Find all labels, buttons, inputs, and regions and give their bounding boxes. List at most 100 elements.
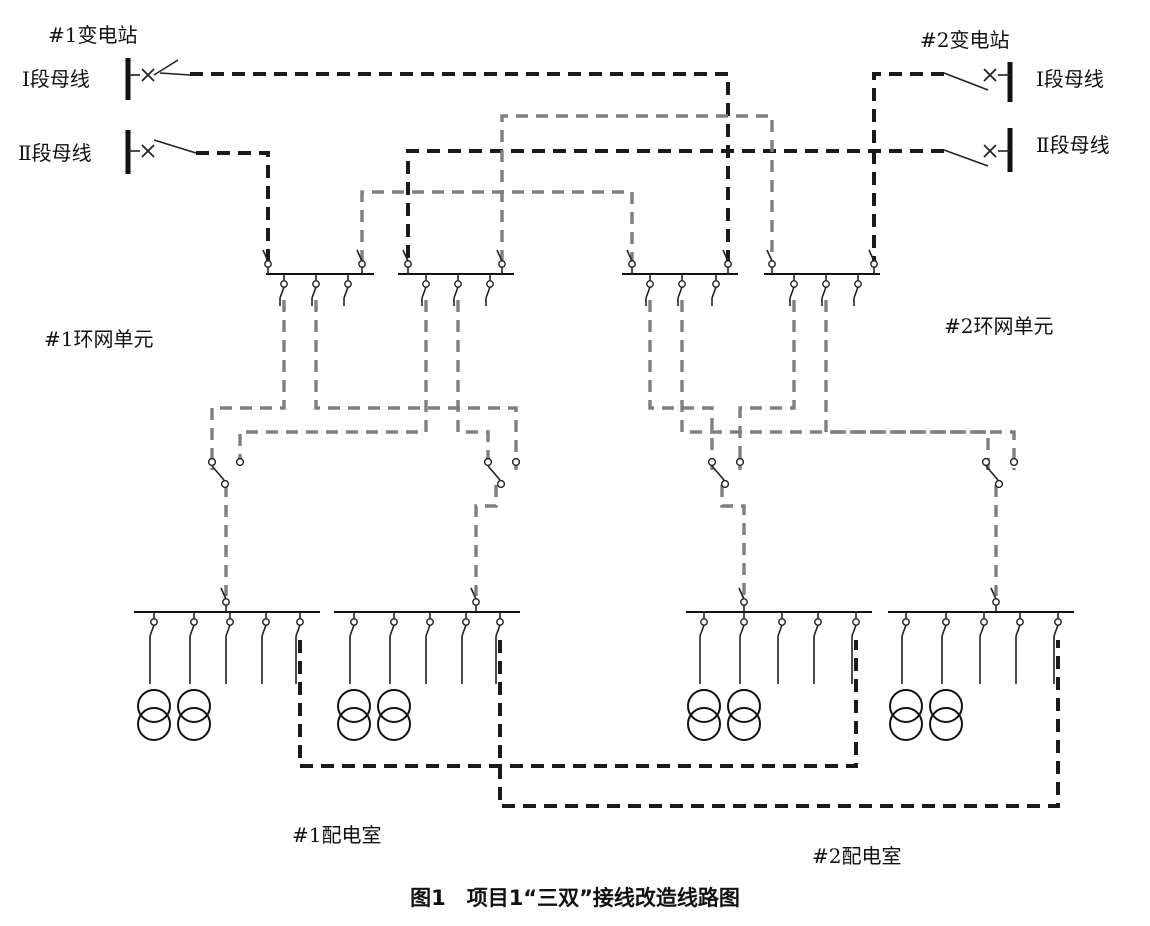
main-feeders bbox=[190, 72, 1060, 808]
switch-to-room1-b bbox=[474, 485, 498, 596]
room-2a-feeder-switch-3 bbox=[777, 612, 786, 684]
ring-unit-2-label: #2环网单元 bbox=[944, 314, 1053, 338]
room-2a-feeder-switch-1 bbox=[699, 612, 708, 684]
room-2a-transformer-2 bbox=[727, 689, 761, 741]
room-2b bbox=[888, 587, 1074, 741]
room-1a-feeder-switch-1 bbox=[149, 612, 158, 684]
room-1a-transformer-1 bbox=[137, 689, 171, 741]
ring-unit-2a-out-switch-3 bbox=[711, 274, 720, 306]
ring-a-tie-2 bbox=[500, 114, 774, 262]
secondary-feeders bbox=[210, 114, 1016, 596]
ring-unit-1a-out-switch-1 bbox=[279, 274, 288, 306]
feeder-sub1-I-to-ring-b bbox=[190, 72, 730, 262]
room-1a-feeder-switch-2 bbox=[189, 612, 198, 684]
ring-unit-2a-out-switch-1 bbox=[645, 274, 654, 306]
room-1b bbox=[334, 587, 520, 741]
ring-unit-2b-in-switch-2 bbox=[868, 249, 878, 274]
substation-1-label: #1变电站 bbox=[48, 23, 137, 47]
room-1a-feeder-switch-3 bbox=[225, 612, 234, 684]
distribution-rooms bbox=[134, 587, 1074, 741]
feeder-sub1-II-to-ring-a bbox=[196, 151, 270, 262]
room-1a-feeder-switch-5 bbox=[295, 612, 304, 684]
ring2-out-3 bbox=[738, 300, 796, 470]
ring-unit-2a-in-switch-2 bbox=[722, 249, 732, 274]
room-1b-transformer-2 bbox=[377, 689, 411, 741]
room-2a-feeder-switch-4 bbox=[813, 612, 822, 684]
room-1b-feeder-switch-2 bbox=[389, 612, 398, 684]
ring-unit-1b-in-switch-1 bbox=[402, 249, 412, 274]
ring2-out-1 bbox=[648, 300, 714, 470]
intermediate-switches bbox=[207, 457, 1019, 489]
feeder-sub2-II-to-ring-a-right bbox=[406, 149, 944, 262]
ring-main-units bbox=[262, 249, 880, 306]
room-2b-feeder-switch-4 bbox=[1015, 612, 1024, 684]
ring-unit-1b-out-switch-3 bbox=[485, 274, 494, 306]
sub2-breaker-I bbox=[943, 68, 1010, 91]
room-1a-transformer-2 bbox=[177, 689, 211, 741]
room-2b-feeder-switch-5 bbox=[1053, 612, 1062, 684]
room-2b-feeder-switch-3 bbox=[979, 612, 988, 684]
ring-unit-1a-out-switch-2 bbox=[311, 274, 320, 306]
room-2a-incoming-switch bbox=[738, 587, 748, 612]
room-1a-feeder-switch-4 bbox=[261, 612, 270, 684]
ring-unit-1a-out-switch-3 bbox=[343, 274, 352, 306]
room-2b-transformer-2 bbox=[929, 689, 963, 741]
ring-unit-2b-out-switch-3 bbox=[853, 274, 862, 306]
ring-unit-1b-out-switch-2 bbox=[453, 274, 462, 306]
tie-switch-4 bbox=[981, 457, 1019, 489]
ring1-out-2 bbox=[314, 300, 518, 470]
ring-unit-2b-out-switch-2 bbox=[821, 274, 830, 306]
room-1b-incoming-switch bbox=[470, 587, 480, 612]
ring-unit-1b-in-switch-2 bbox=[496, 249, 506, 274]
room-1b-feeder-switch-1 bbox=[349, 612, 358, 684]
room-interconnect-2 bbox=[498, 640, 1060, 808]
room-1b-feeder-switch-5 bbox=[495, 612, 504, 684]
feeder-sub2-I-to-ring-b-right bbox=[872, 72, 944, 262]
room-1b-feeder-switch-3 bbox=[425, 612, 434, 684]
room-2a-feeder-switch-5 bbox=[851, 612, 860, 684]
ring1-out-4 bbox=[456, 300, 490, 470]
ring-unit-2a-out-switch-2 bbox=[677, 274, 686, 306]
room-1-label: #1配电室 bbox=[292, 823, 381, 847]
ring2-out-2 bbox=[680, 300, 1016, 470]
room-2-label: #2配电室 bbox=[812, 844, 901, 868]
ring1-out-1 bbox=[210, 300, 286, 470]
ring-unit-2b-in-switch-1 bbox=[766, 249, 776, 274]
tie-switch-1 bbox=[207, 457, 245, 489]
tie-switch-2 bbox=[483, 457, 521, 489]
sub2-bus-II-label: Ⅱ段母线 bbox=[1036, 133, 1110, 157]
room-1a-incoming-switch bbox=[220, 587, 230, 612]
room-1b-feeder-switch-4 bbox=[461, 612, 470, 684]
room-interconnect-1 bbox=[298, 640, 858, 768]
switch-to-room2-a bbox=[720, 485, 746, 596]
ring-unit-2a bbox=[622, 249, 738, 306]
tie-switch-3 bbox=[707, 457, 745, 489]
room-2b-transformer-1 bbox=[889, 689, 923, 741]
figure-caption: 图1 项目1“三双”接线改造线路图 bbox=[410, 886, 740, 910]
ring2-out-4 bbox=[824, 300, 990, 470]
ring-unit-1a-in-switch-2 bbox=[356, 249, 366, 274]
ring-unit-2b bbox=[764, 249, 880, 306]
room-2b-feeder-switch-2 bbox=[941, 612, 950, 684]
room-1b-transformer-1 bbox=[337, 689, 371, 741]
sub1-bus-I-label: Ⅰ段母线 bbox=[22, 67, 90, 91]
sub1-breaker-I bbox=[128, 59, 191, 82]
room-2a-transformer-1 bbox=[687, 689, 721, 741]
ring-unit-1-label: #1环网单元 bbox=[44, 327, 153, 351]
ring-unit-2b-out-switch-1 bbox=[789, 274, 798, 306]
substation-2-label: #2变电站 bbox=[920, 28, 1009, 52]
ring-unit-1a-in-switch-1 bbox=[262, 249, 272, 274]
room-2a-feeder-switch-2 bbox=[739, 612, 748, 684]
room-2b-incoming-switch bbox=[990, 587, 1000, 612]
room-1a bbox=[134, 587, 320, 741]
ring1-out-3 bbox=[238, 300, 428, 470]
sub1-breaker-II bbox=[128, 139, 197, 158]
ring-unit-1b-out-switch-1 bbox=[421, 274, 430, 306]
ring-unit-1b bbox=[398, 249, 514, 306]
room-2a bbox=[686, 587, 872, 741]
sub2-breaker-II bbox=[943, 144, 1010, 167]
ring-unit-1a bbox=[262, 249, 374, 306]
sub2-bus-I-label: Ⅰ段母线 bbox=[1036, 67, 1104, 91]
ring-a-tie-1 bbox=[360, 190, 634, 262]
